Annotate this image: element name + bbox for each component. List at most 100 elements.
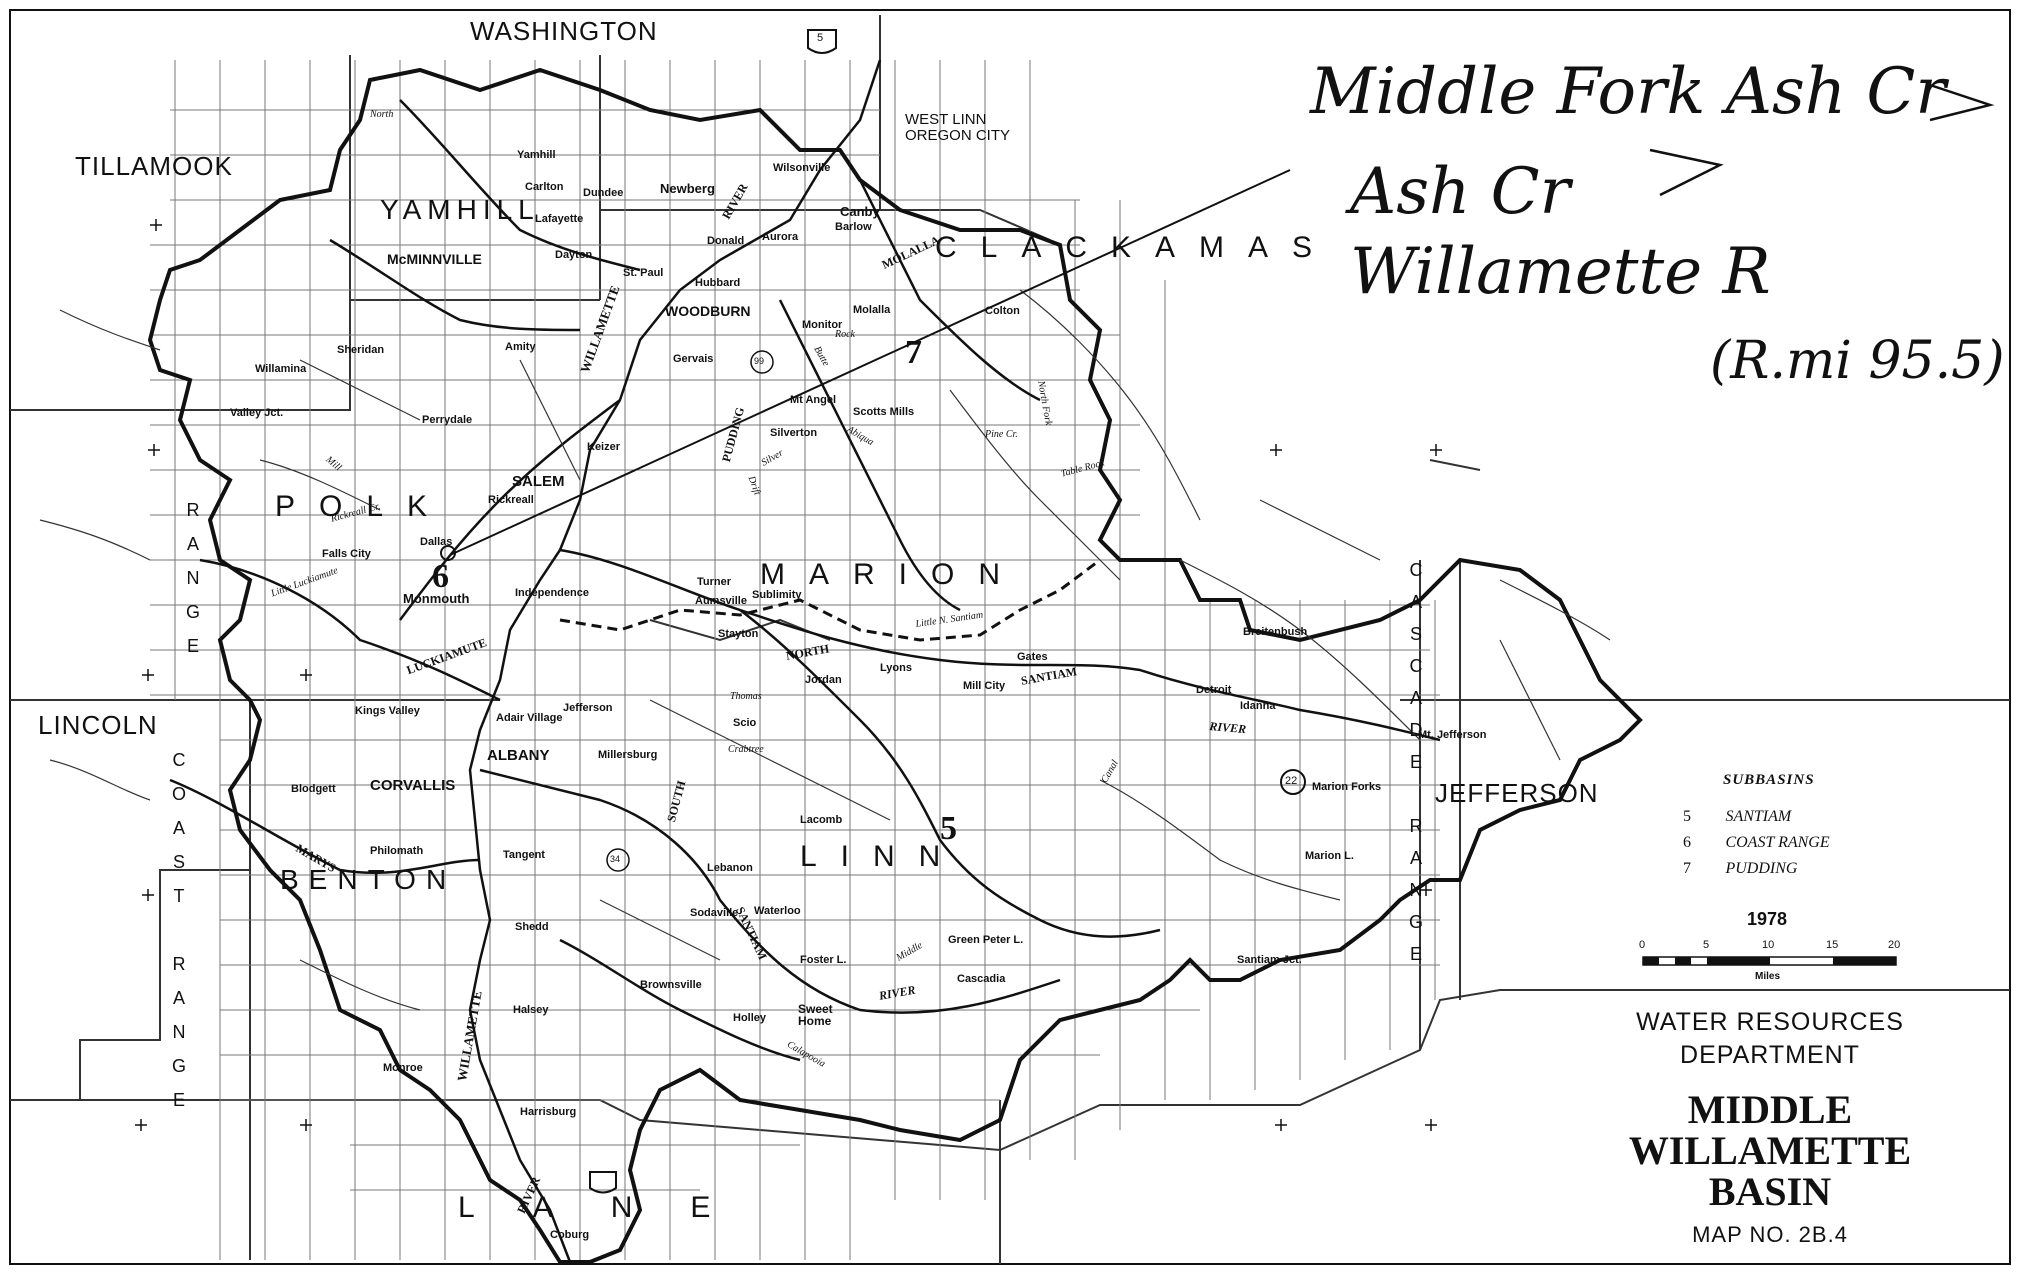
town-sodaville: Sodaville <box>690 907 739 919</box>
town-rickreall: Rickreall <box>488 494 534 506</box>
river-north-cr: North <box>370 109 394 120</box>
scale-tick-15: 15 <box>1826 939 1839 951</box>
town-waterloo: Waterloo <box>754 905 801 917</box>
subbasin-divide <box>559 558 1101 642</box>
town-santiam-jct: Santiam Jct. <box>1237 954 1302 966</box>
town-aumsville: Aumsville <box>695 595 747 607</box>
town-monmouth: Monmouth <box>403 591 470 606</box>
town-green-peter: Green Peter L. <box>948 934 1024 946</box>
town-dallas: Dallas <box>420 536 453 548</box>
town-millersburg: Millersburg <box>598 749 658 761</box>
town-mt-angel: Mt Angel <box>790 394 837 406</box>
scale-tick-20: 20 <box>1888 939 1901 951</box>
county-lincoln: LINCOLN <box>38 710 158 740</box>
town-carlton: Carlton <box>525 181 564 193</box>
town-sweet-home: Sweet Home <box>798 1002 833 1028</box>
county-yamhill: YAMHILL <box>380 194 540 225</box>
river-pine-cr: Pine Cr. <box>985 429 1018 440</box>
river-crabtree: Crabtree <box>728 744 764 755</box>
subbasin-mark-6: 6 <box>432 558 449 595</box>
town-cascadia: Cascadia <box>957 973 1006 985</box>
town-amity: Amity <box>505 341 536 353</box>
coast-range-label: COAST RANGE <box>169 750 189 1124</box>
town-yamhill: Yamhill <box>517 149 556 161</box>
township-grid <box>150 60 1440 1260</box>
scale-tick-0: 0 <box>1639 939 1646 951</box>
map-title-line-2: WILLAMETTE <box>1628 1127 1912 1173</box>
legend-item-num: 6 <box>1683 834 1691 851</box>
river-detroit: RIVER <box>1208 719 1247 737</box>
town-st-paul: St. Paul <box>623 267 664 279</box>
map-number: MAP NO. 2B.4 <box>1692 1222 1848 1248</box>
range-label-left: RANGE <box>183 500 203 670</box>
town-wilsonville: Wilsonville <box>773 162 831 174</box>
county-marion: MARION <box>760 558 1024 591</box>
county-lane: LANE <box>458 1191 769 1224</box>
town-donald: Donald <box>707 235 745 247</box>
county-tillamook: TILLAMOOK <box>75 151 233 181</box>
hwy-shield-22-icon <box>1280 769 1306 795</box>
town-breitenbush: Breitenbush <box>1243 626 1308 638</box>
hwy-99-number: 99 <box>754 356 765 366</box>
town-marion-l: Marion L. <box>1305 850 1354 862</box>
legend-item-num: 7 <box>1683 860 1691 877</box>
county-clackamas: CLACKAMAS <box>935 231 1337 264</box>
town-jordan: Jordan <box>805 674 842 686</box>
town-valley-jct: Valley Jct. <box>230 407 284 419</box>
town-foster-l: Foster L. <box>800 954 847 966</box>
town-jefferson: Jefferson <box>563 702 613 714</box>
town-sheridan: Sheridan <box>337 344 385 356</box>
town-mt-jefferson: Mt. Jefferson <box>1418 729 1487 741</box>
town-canby: Canby <box>840 204 880 219</box>
legend-item: 5 SANTIAM <box>1683 808 1830 834</box>
map-frame <box>9 9 2011 1265</box>
legend-item-name: PUDDING <box>1725 860 1798 877</box>
legend-title: SUBBASINS <box>1723 772 1815 788</box>
town-scio: Scio <box>733 717 757 729</box>
annotation-arrow-top <box>1929 83 1995 122</box>
town-harrisburg: Harrisburg <box>520 1106 577 1118</box>
town-sublimity: Sublimity <box>752 589 802 601</box>
subbasin-mark-5: 5 <box>940 810 957 847</box>
town-willamina: Willamina <box>255 363 307 375</box>
town-oregon-city: OREGON CITY <box>905 127 1011 144</box>
town-gates: Gates <box>1017 651 1048 663</box>
town-hubbard: Hubbard <box>695 277 741 289</box>
town-monitor: Monitor <box>802 319 843 331</box>
town-aurora: Aurora <box>762 231 799 243</box>
town-scotts-mills: Scotts Mills <box>853 406 915 418</box>
streams <box>39 289 1611 1011</box>
town-philomath: Philomath <box>370 845 424 857</box>
annotation-arrow <box>1649 148 1724 197</box>
dept-line-1: WATER RESOURCES <box>1636 1008 1904 1036</box>
town-keizer: Keizer <box>587 441 621 453</box>
town-west-linn: WEST LINN <box>905 111 987 128</box>
town-turner: Turner <box>697 576 732 588</box>
town-tangent: Tangent <box>503 849 545 861</box>
town-idanha: Idanha <box>1240 700 1276 712</box>
legend-item: 6 COAST RANGE <box>1683 834 1830 860</box>
legend-items: 5 SANTIAM 6 COAST RANGE 7 PUDDING <box>1683 808 1830 886</box>
town-mill-city: Mill City <box>963 680 1006 692</box>
county-polk: POLK <box>275 490 452 523</box>
hwy-shield-99-icon <box>750 350 774 374</box>
hwy-shield-i5-bottom-icon <box>589 1171 617 1194</box>
hwy-22-number: 22 <box>1285 775 1298 787</box>
legend-item-name: COAST RANGE <box>1725 834 1830 851</box>
hwy-shield-i5-top-icon <box>807 29 837 54</box>
town-stayton: Stayton <box>718 628 759 640</box>
town-brownsville: Brownsville <box>640 979 702 991</box>
town-silverton: Silverton <box>770 427 818 439</box>
scale-bar <box>1642 956 1897 966</box>
town-adair-village: Adair Village <box>496 712 563 724</box>
dept-line-2: DEPARTMENT <box>1680 1041 1860 1069</box>
county-benton: BENTON <box>280 864 457 895</box>
legend-item-name: SANTIAM <box>1725 808 1792 825</box>
town-blodgett: Blodgett <box>291 783 336 795</box>
grid-marks <box>135 219 1442 1131</box>
town-woodburn: WOODBURN <box>665 303 751 319</box>
legend-item: 7 PUDDING <box>1683 860 1830 886</box>
title-block: WATER RESOURCES DEPARTMENT MIDDLE WILLAM… <box>1600 1008 1940 1248</box>
town-gervais: Gervais <box>673 353 714 365</box>
